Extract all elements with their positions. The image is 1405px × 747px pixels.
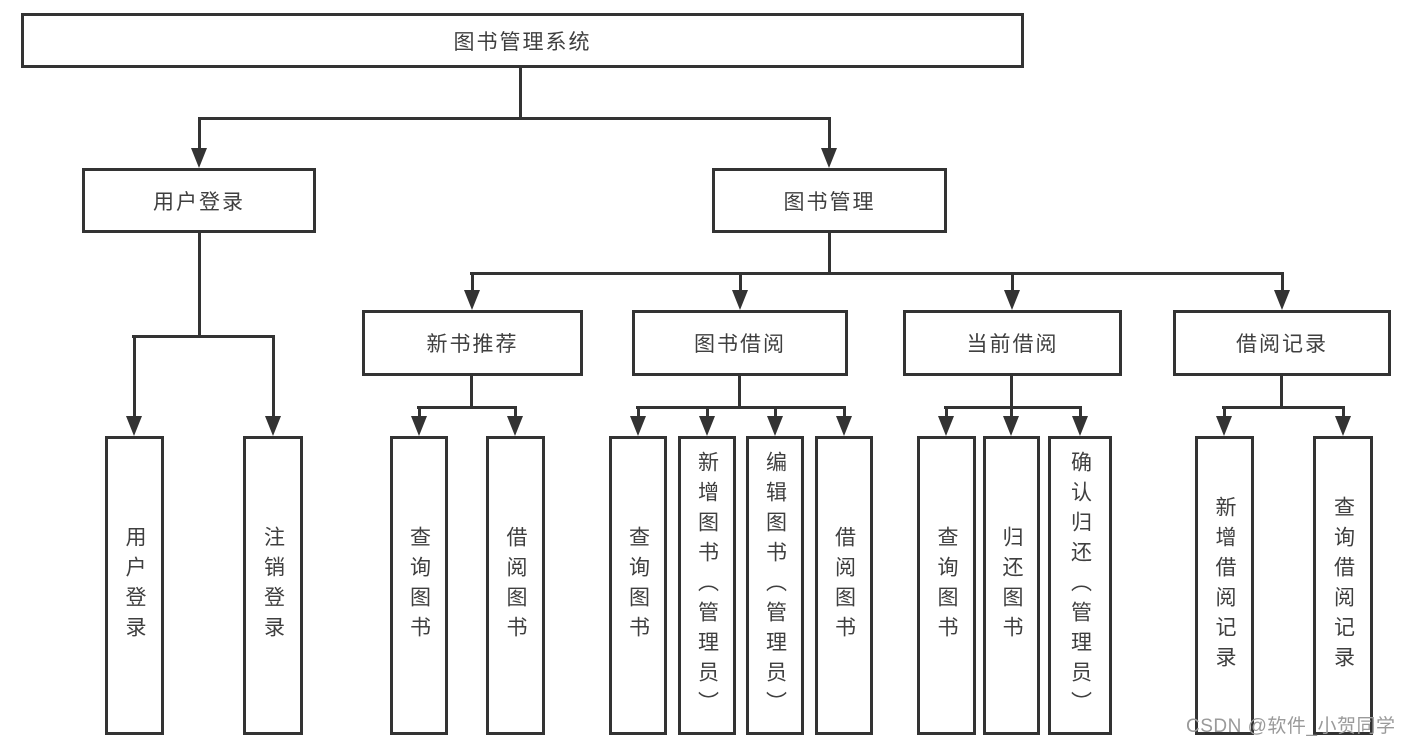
leaf-borrow-query: 查询图书: [609, 436, 667, 735]
arrow-down-new-books-2: [507, 406, 523, 436]
leaf-records-add: 新增借阅记录: [1195, 436, 1254, 735]
arrow-down-to-user-login: [191, 117, 207, 168]
arrow-down-to-current-borrow: [1004, 272, 1020, 310]
arrow-down-to-book-borrow: [732, 272, 748, 310]
connector-book-borrow-stem: [738, 376, 741, 406]
arrow-down-borrow-records-2: [1335, 406, 1351, 436]
connector-book-mgmt-stem: [828, 233, 831, 272]
connector-level1-rail: [198, 117, 830, 120]
leaf-logout: 注销登录: [243, 436, 303, 735]
leaf-borrow-edit-admin-label: 编辑图书（管理员）: [763, 450, 787, 721]
leaf-current-confirm-admin-label: 确认归还（管理员）: [1068, 450, 1092, 721]
leaf-current-query: 查询图书: [917, 436, 976, 735]
node-book-mgmt: 图书管理: [712, 168, 947, 233]
arrow-down-book-borrow-1: [630, 406, 646, 436]
node-user-login-label: 用户登录: [153, 190, 245, 214]
leaf-borrow-query-label: 查询图书: [626, 525, 650, 646]
leaf-user-login-label: 用户登录: [123, 525, 146, 646]
arrow-down-book-borrow-2: [699, 406, 715, 436]
connector-new-books-stem: [470, 376, 473, 406]
leaf-current-return-label: 归还图书: [1000, 525, 1023, 646]
leaf-newbooks-borrow: 借阅图书: [486, 436, 545, 735]
arrow-down-to-leaf-user-login: [126, 335, 142, 436]
arrow-down-current-borrow-3: [1072, 406, 1088, 436]
arrow-down-new-books-1: [411, 406, 427, 436]
leaf-newbooks-query: 查询图书: [390, 436, 448, 735]
leaf-logout-label: 注销登录: [261, 525, 285, 646]
leaf-current-return: 归还图书: [983, 436, 1040, 735]
arrow-down-to-new-books: [464, 272, 480, 310]
leaf-borrow-add-admin-label: 新增图书（管理员）: [695, 450, 719, 721]
connector-level2-rail: [470, 272, 1283, 275]
arrow-down-current-borrow-1: [938, 406, 954, 436]
node-borrow-records: 借阅记录: [1173, 310, 1391, 376]
leaf-borrow-borrow: 借阅图书: [815, 436, 873, 735]
leaf-records-add-label: 新增借阅记录: [1213, 495, 1236, 676]
connector-borrow-records-rail: [1222, 406, 1345, 409]
node-new-books: 新书推荐: [362, 310, 583, 376]
leaf-current-confirm-admin: 确认归还（管理员）: [1048, 436, 1112, 735]
node-current-borrow-label: 当前借阅: [966, 333, 1059, 356]
connector-current-borrow-stem: [1010, 376, 1013, 406]
node-book-borrow-label: 图书借阅: [694, 333, 786, 356]
arrow-down-borrow-records-1: [1216, 406, 1232, 436]
connector-current-borrow-rail: [944, 406, 1082, 409]
connector-book-borrow-rail: [636, 406, 846, 409]
leaf-borrow-edit-admin: 编辑图书（管理员）: [746, 436, 804, 735]
leaf-newbooks-query-label: 查询图书: [407, 525, 431, 646]
arrow-down-to-leaf-logout: [265, 335, 281, 436]
node-borrow-records-label: 借阅记录: [1236, 333, 1328, 356]
leaf-current-query-label: 查询图书: [935, 525, 958, 646]
arrow-down-book-borrow-4: [836, 406, 852, 436]
node-book-borrow: 图书借阅: [632, 310, 848, 376]
leaf-records-query: 查询借阅记录: [1313, 436, 1373, 735]
arrow-down-to-borrow-records: [1274, 272, 1290, 310]
arrow-down-current-borrow-2: [1003, 406, 1019, 436]
leaf-borrow-add-admin: 新增图书（管理员）: [678, 436, 736, 735]
node-book-mgmt-label: 图书管理: [783, 190, 876, 214]
leaf-borrow-borrow-label: 借阅图书: [832, 525, 856, 646]
leaf-newbooks-borrow-label: 借阅图书: [504, 525, 527, 646]
node-user-login: 用户登录: [82, 168, 316, 233]
connector-new-books-rail: [417, 406, 517, 409]
arrow-down-book-borrow-3: [767, 406, 783, 436]
node-current-borrow: 当前借阅: [903, 310, 1122, 376]
csdn-watermark: CSDN @软件_小贺同学: [1186, 716, 1396, 737]
arrow-down-to-book-mgmt: [821, 117, 837, 168]
connector-borrow-records-stem: [1280, 376, 1283, 406]
leaf-records-query-label: 查询借阅记录: [1331, 495, 1355, 676]
node-new-books-label: 新书推荐: [426, 333, 519, 356]
connector-root-stem: [519, 68, 522, 117]
connector-user-login-stem: [198, 233, 201, 335]
node-root-system: 图书管理系统: [21, 13, 1024, 68]
connector-user-login-rail: [132, 335, 274, 338]
node-root-label: 图书管理系统: [453, 30, 592, 54]
leaf-user-login: 用户登录: [105, 436, 164, 735]
